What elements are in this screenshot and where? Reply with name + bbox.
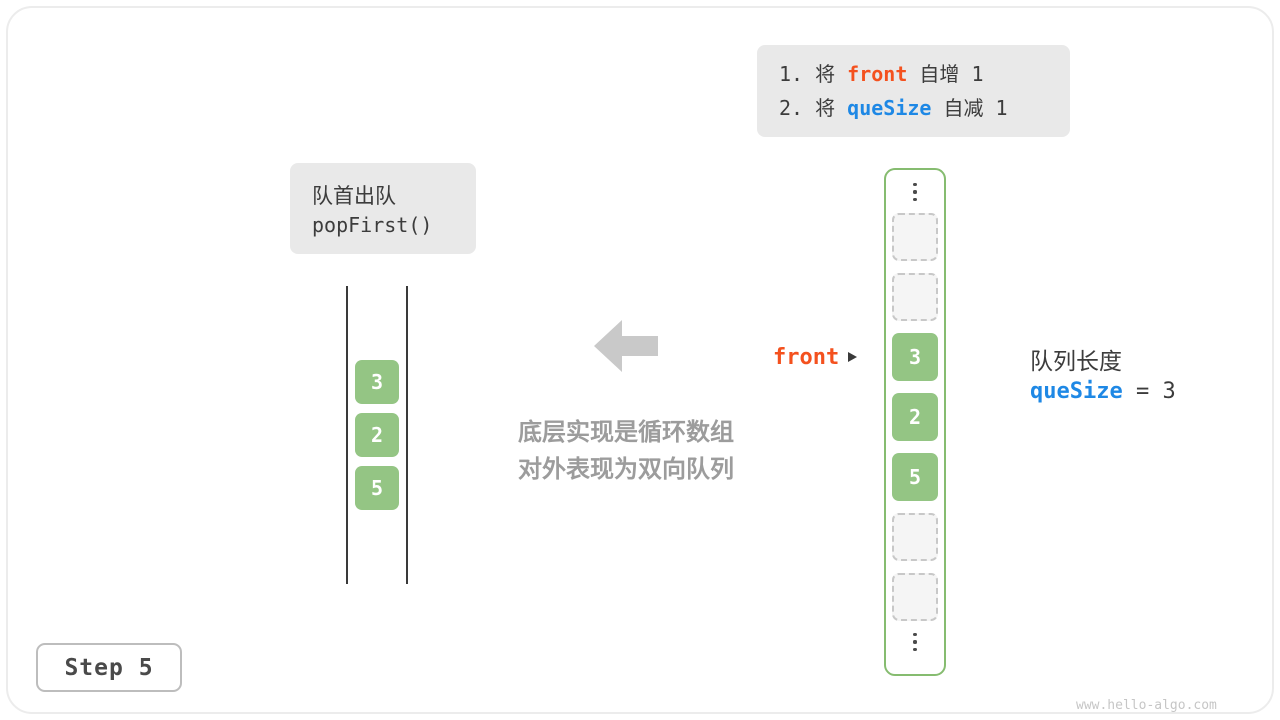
quesize-equals-value: = 3 [1122, 379, 1176, 404]
array-cell-filled: 2 [892, 393, 938, 441]
operation-code: popFirst() [312, 213, 433, 237]
queue-item: 2 [355, 413, 399, 457]
queue-size-value: queSize = 3 [1030, 379, 1176, 404]
note-line-2: 对外表现为双向队列 [518, 455, 734, 483]
queue-length-label: 队列长度 [1030, 349, 1122, 375]
note-line-1: 底层实现是循环数组 [518, 418, 734, 446]
quesize-keyword: queSize [847, 96, 932, 120]
step-badge: Step 5 [36, 643, 182, 692]
array-cell-empty [892, 513, 938, 561]
array-cell-filled: 5 [892, 453, 938, 501]
instruction-box: 1. 将 front 自增 1 2. 将 queSize 自减 1 [757, 45, 1070, 137]
front-arrow-icon [848, 352, 858, 362]
instruction-2-pre: 2. 将 [779, 96, 848, 120]
left-arrow-icon [594, 320, 658, 376]
queue-right-wall [406, 286, 408, 584]
circular-array: 3 2 5 [884, 168, 946, 676]
front-keyword: front [847, 62, 908, 86]
watermark: www.hello-algo.com [1076, 698, 1217, 713]
array-cell-filled: 3 [892, 333, 938, 381]
queue-item: 5 [355, 466, 399, 510]
array-cell-empty [892, 213, 938, 261]
queue-item: 3 [355, 360, 399, 404]
operation-title: 队首出队 [312, 184, 396, 208]
front-pointer: front [773, 344, 858, 370]
quesize-variable: queSize [1030, 379, 1123, 404]
implementation-note: 底层实现是循环数组 对外表现为双向队列 [500, 414, 752, 488]
instruction-1-pre: 1. 将 [779, 62, 848, 86]
operation-label-box: 队首出队 popFirst() [290, 163, 476, 254]
instruction-2-post: 自减 1 [931, 96, 1008, 120]
array-cell-empty [892, 573, 938, 621]
queue-left-wall [346, 286, 348, 584]
instruction-1-post: 自增 1 [907, 62, 984, 86]
array-cell-empty [892, 273, 938, 321]
vertical-ellipsis-icon [913, 183, 917, 201]
vertical-ellipsis-icon [913, 633, 917, 651]
left-queue: 3 2 5 [355, 360, 399, 510]
instruction-line-2: 2. 将 queSize 自减 1 [779, 94, 1048, 122]
instruction-line-1: 1. 将 front 自增 1 [779, 60, 1048, 88]
front-pointer-label: front [773, 344, 840, 370]
